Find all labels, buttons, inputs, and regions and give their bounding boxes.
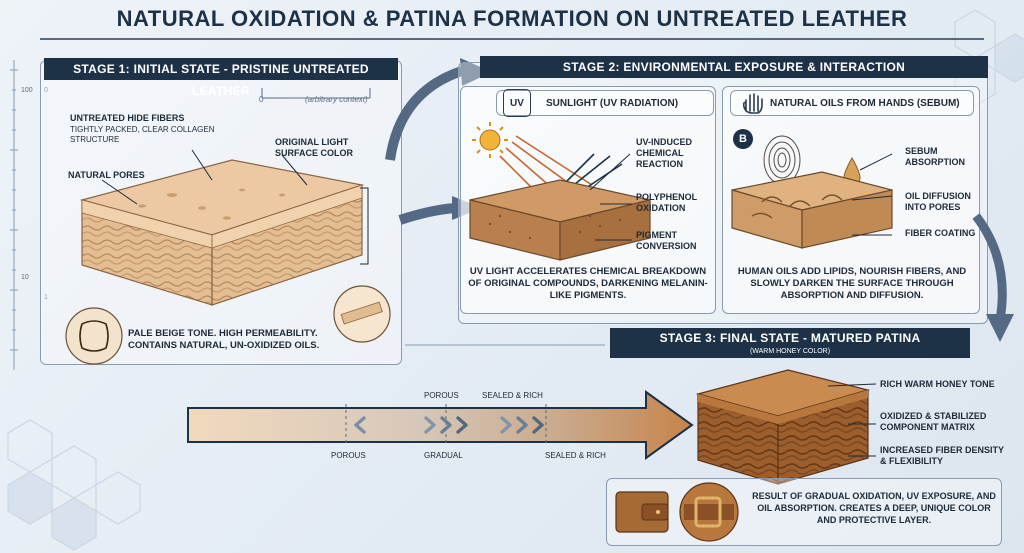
- wallet-icon: [615, 491, 669, 533]
- scale-note: (arbitrary context): [305, 95, 368, 104]
- label-sebum-absorption: SEBUM ABSORPTION: [905, 146, 966, 167]
- uv-leather-block: [469, 122, 651, 261]
- curved-arrow-stage2-to-stage3: [972, 213, 1014, 342]
- progress-bottom-gradual: GRADUAL: [424, 451, 463, 460]
- belt-buckle-icon: [679, 482, 739, 542]
- stage1-bracket: [360, 187, 369, 265]
- ruler-label-1: 1: [44, 294, 48, 301]
- stage2-banner: STAGE 2: ENVIRONMENTAL EXPOSURE & INTERA…: [480, 56, 988, 78]
- ruler-label-0: 0: [44, 87, 48, 94]
- ruler-label-100: 100: [21, 87, 33, 94]
- progress-chevrons: [354, 416, 544, 434]
- label-component-matrix: OXIDIZED & STABILIZED COMPONENT MATRIX: [880, 411, 987, 432]
- page-title: NATURAL OXIDATION & PATINA FORMATION ON …: [116, 6, 908, 31]
- label-honey-tone: RICH WARM HONEY TONE: [880, 379, 995, 389]
- oils-title-box: [730, 90, 974, 116]
- label-fiber-density: INCREASED FIBER DENSITY & FLEXIBILITY: [880, 445, 1004, 466]
- stage3-leather-block: [695, 369, 877, 485]
- stage3-caption: RESULT OF GRADUAL OXIDATION, UV EXPOSURE…: [752, 491, 996, 525]
- progress-bottom-sealed: SEALED & RICH: [545, 451, 606, 460]
- label-polyphenol-oxidation: POLYPHENOL OXIDATION: [636, 192, 698, 213]
- mid-connector-line: [405, 344, 605, 346]
- label-hide-fibers-body: TIGHTLY PACKED, CLEAR COLLAGEN STRUCTURE: [70, 125, 215, 144]
- stage1-leather-block: [79, 149, 365, 306]
- zoom-detail-icon: [333, 285, 391, 343]
- label-pigment-conversion: PIGMENT CONVERSION: [636, 230, 697, 251]
- ruler-label-10: 10: [21, 274, 29, 281]
- progress-top-sealed: SEALED & RICH: [482, 391, 543, 400]
- curved-arrow-stage1-to-stage2: [385, 58, 492, 225]
- progress-top-porous: POROUS: [424, 391, 459, 400]
- label-natural-pores: NATURAL PORES: [68, 170, 145, 180]
- left-ruler: [10, 60, 18, 370]
- label-hide-fibers-title: UNTREATED HIDE FIBERS: [70, 113, 185, 123]
- oils-leather-block: [731, 135, 893, 249]
- label-oil-diffusion: OIL DIFFUSION INTO PORES: [905, 191, 971, 212]
- uv-title: SUNLIGHT (UV RADIATION): [546, 98, 679, 109]
- uv-caption: UV LIGHT ACCELERATES CHEMICAL BREAKDOWN …: [468, 266, 708, 301]
- label-uv-reaction: UV-INDUCED CHEMICAL REACTION: [636, 137, 693, 169]
- stage3-result-panel: [606, 478, 1002, 546]
- stage1-scale: [261, 88, 371, 99]
- label-original-color: ORIGINAL LIGHT SURFACE COLOR: [275, 137, 354, 158]
- stage1-banner: STAGE 1: INITIAL STATE - PRISTINE UNTREA…: [44, 58, 398, 98]
- oils-caption: HUMAN OILS ADD LIPIDS, NOURISH FIBERS, A…: [737, 266, 967, 301]
- stage1-caption: PALE BEIGE TONE. HIGH PERMEABILITY. CONT…: [128, 328, 320, 351]
- uv-title-box: [496, 90, 714, 116]
- hand-icon: [742, 93, 763, 114]
- title-divider: [40, 38, 984, 40]
- stage3-subtitle-box: [610, 346, 970, 358]
- progress-arrow: [187, 390, 694, 460]
- oils-title: NATURAL OILS FROM HANDS (SEBUM): [770, 98, 960, 109]
- hide-shape-icon: [65, 307, 123, 365]
- scale-zero: 0: [259, 95, 264, 104]
- progress-bottom-porous: POROUS: [331, 451, 366, 460]
- fingerprint-icon: [763, 135, 801, 185]
- stage3-subtitle: (WARM HONEY COLOR): [749, 348, 831, 355]
- sun-icon: [472, 122, 508, 158]
- label-fiber-coating: FIBER COATING: [905, 228, 976, 238]
- uv-icon: UV: [503, 89, 531, 117]
- stage3-banner: STAGE 3: FINAL STATE - MATURED PATINA: [610, 328, 970, 348]
- oils-badge: B: [733, 129, 753, 149]
